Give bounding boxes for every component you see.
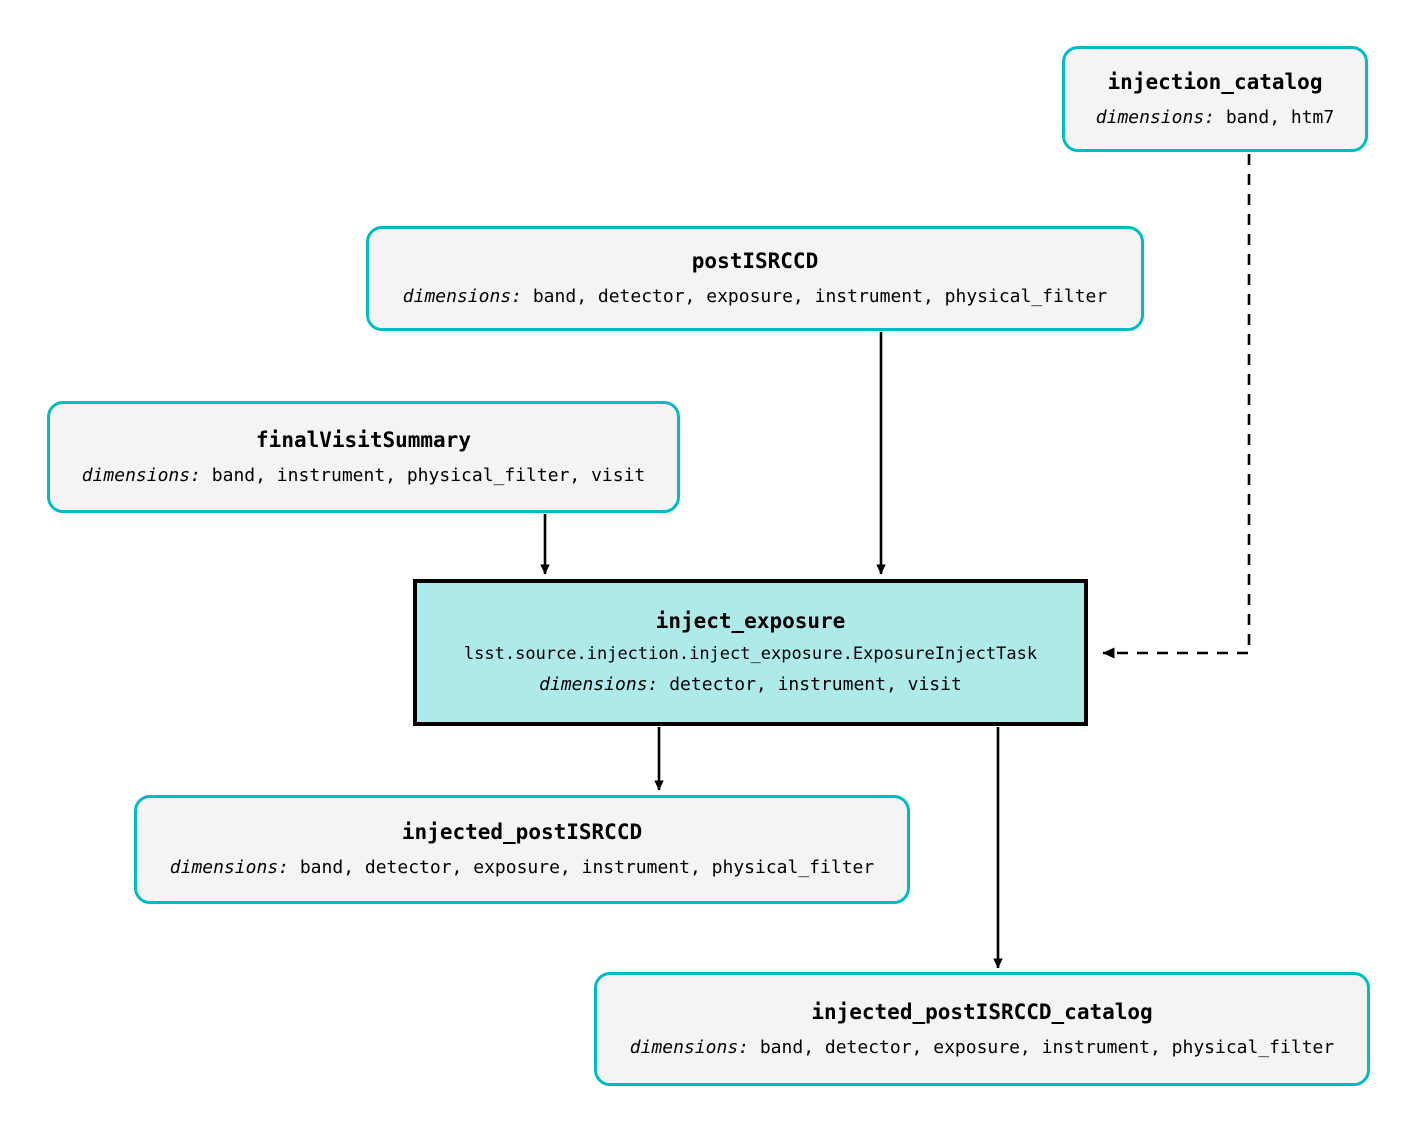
node-inject-exposure-title: inject_exposure [655,608,846,633]
node-injected-postisrccd-catalog[interactable]: injected_postISRCCD_catalog dimensions: … [594,972,1370,1086]
node-inject-exposure-dimensions: dimensions: detector, instrument, visit [539,675,962,695]
dimensions-value: band, detector, exposure, instrument, ph… [299,857,875,879]
node-finalvisitsummary-dimensions: dimensions: band, instrument, physical_f… [81,464,646,486]
node-inject-exposure[interactable]: inject_exposure lsst.source.injection.in… [413,579,1088,726]
node-postisrccd-title: postISRCCD [691,249,819,274]
dimensions-value: band, detector, exposure, instrument, ph… [759,1036,1335,1058]
node-injected-postisrccd[interactable]: injected_postISRCCD dimensions: band, de… [134,795,910,904]
dimensions-label: dimensions: [169,857,289,879]
dimensions-value: band, instrument, physical_filter, visit [211,464,646,486]
dimensions-label: dimensions: [81,464,201,486]
dimensions-value: detector, instrument, visit [669,674,962,696]
node-injection-catalog-dimensions: dimensions: band, htm7 [1095,106,1335,128]
dimensions-label: dimensions: [629,1036,749,1058]
node-finalvisitsummary-title: finalVisitSummary [256,427,471,452]
node-injected-postisrccd-catalog-title: injected_postISRCCD_catalog [811,999,1153,1024]
dimensions-label: dimensions: [402,286,522,308]
node-injection-catalog[interactable]: injection_catalog dimensions: band, htm7 [1062,46,1368,152]
node-injected-postisrccd-dimensions: dimensions: band, detector, exposure, in… [170,858,874,878]
node-finalvisitsummary[interactable]: finalVisitSummary dimensions: band, inst… [47,401,680,513]
node-injected-postisrccd-title: injected_postISRCCD [401,820,643,845]
dimensions-value: band, detector, exposure, instrument, ph… [532,286,1108,308]
node-injected-postisrccd-catalog-dimensions: dimensions: band, detector, exposure, in… [629,1036,1335,1058]
node-injection-catalog-title: injection_catalog [1107,69,1323,94]
node-postisrccd-dimensions: dimensions: band, detector, exposure, in… [403,287,1107,307]
dimensions-value: band, htm7 [1225,106,1335,128]
dimensions-label: dimensions: [539,674,659,696]
node-inject-exposure-class-path: lsst.source.injection.inject_exposure.Ex… [463,643,1038,664]
node-postisrccd[interactable]: postISRCCD dimensions: band, detector, e… [366,226,1144,331]
dimensions-label: dimensions: [1095,106,1215,128]
